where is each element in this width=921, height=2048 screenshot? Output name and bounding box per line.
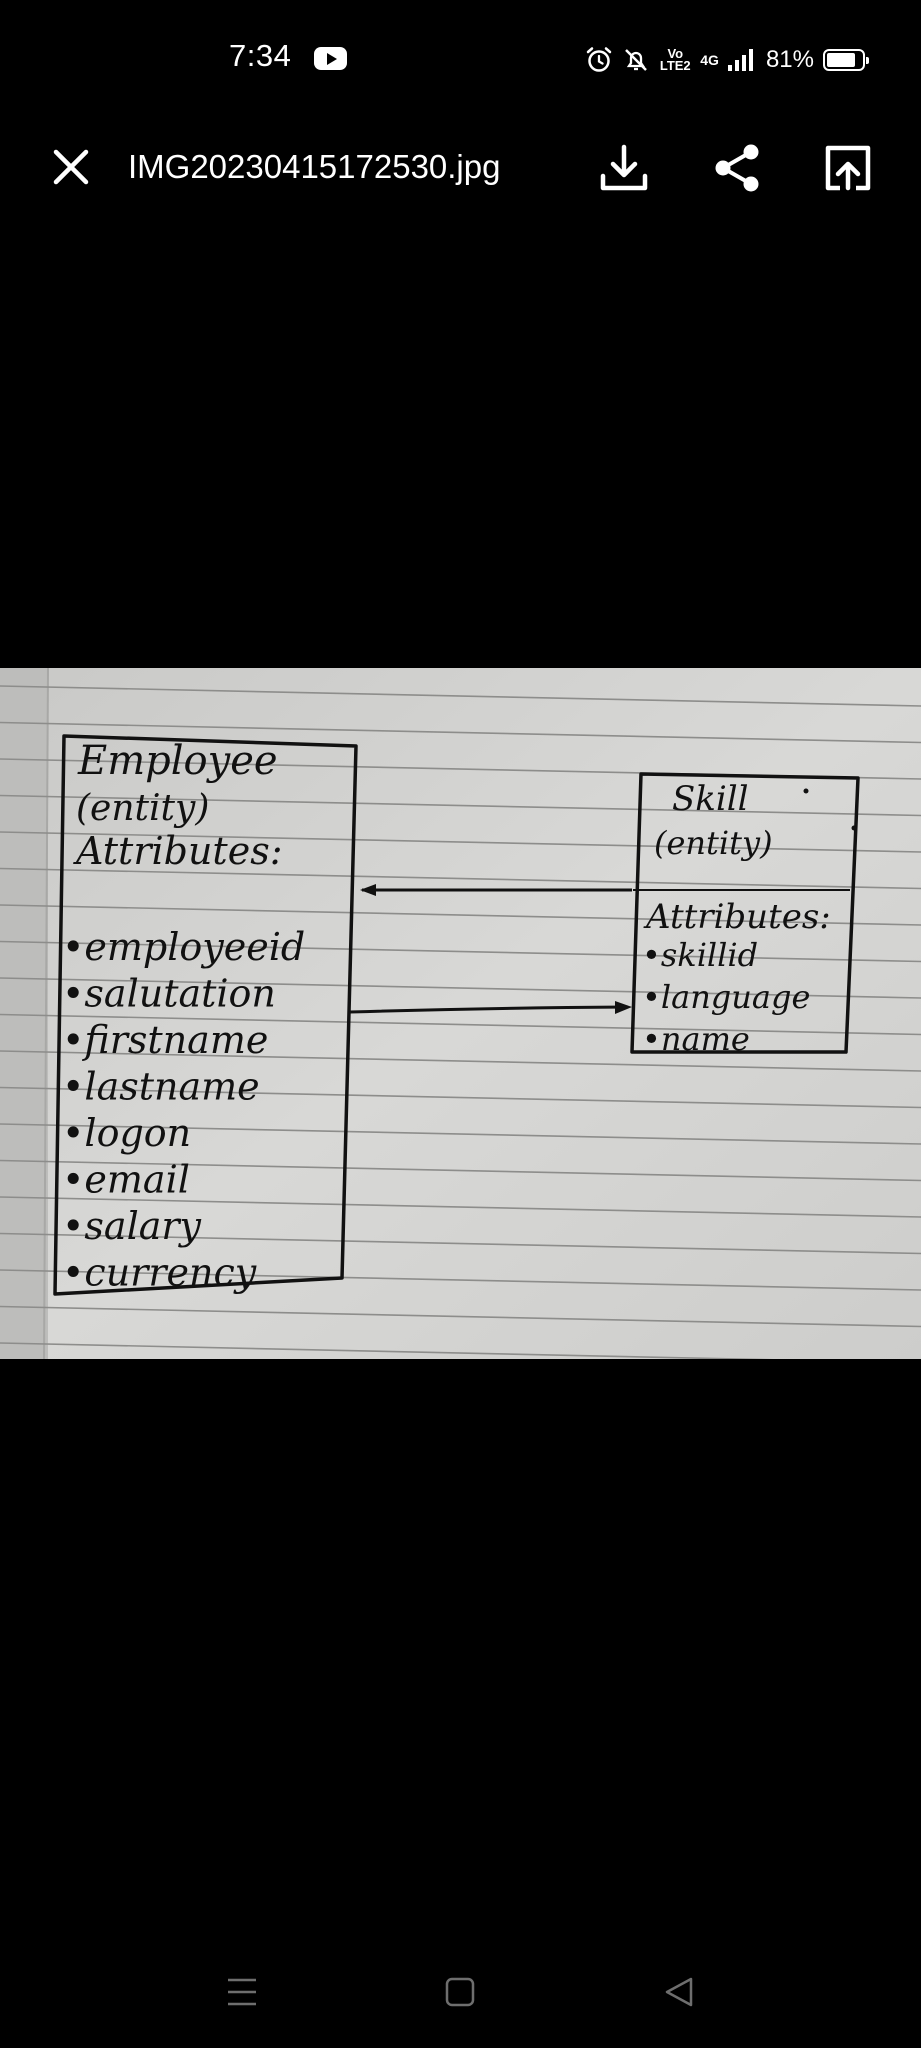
photo-preview[interactable]: Employee (entity) Attributes: •employeei… [0, 668, 921, 1359]
employee-attribute: •salary [62, 1204, 202, 1248]
back-button[interactable] [657, 1974, 701, 2010]
relationship-arrows [349, 884, 632, 1014]
skill-entity-box [630, 772, 860, 1054]
home-button[interactable] [438, 1974, 482, 2010]
home-icon [445, 1977, 475, 2007]
employee-entity-box [53, 734, 358, 1296]
status-bar: 7:34 Vo LTE2 4G 81% [0, 0, 921, 118]
download-button[interactable] [594, 138, 654, 198]
file-name: IMG20230415172530.jpg [128, 148, 501, 185]
close-button[interactable] [46, 142, 96, 192]
skill-attribute: •language [642, 978, 810, 1016]
system-nav-bar [0, 1950, 921, 2030]
close-icon [53, 149, 89, 185]
notebook-photo: Employee (entity) Attributes: •employeei… [0, 668, 921, 1359]
skill-attribute-list: •skillid •language •name [642, 936, 810, 1058]
skill-attribute: •name [642, 1020, 750, 1058]
alarm-icon [585, 46, 613, 74]
share-button[interactable] [707, 138, 767, 198]
battery-icon [823, 49, 869, 71]
skill-section: Attributes: [643, 897, 831, 937]
employee-title: Employee [77, 738, 278, 784]
youtube-icon [314, 47, 347, 70]
employee-attribute: •logon [62, 1111, 191, 1155]
bell-off-icon [622, 46, 650, 74]
skill-title: Skill [672, 779, 749, 819]
employee-attribute: •lastname [62, 1065, 260, 1109]
employee-attribute: •currency [62, 1251, 257, 1295]
network-type: 4G [700, 52, 719, 68]
download-icon [600, 144, 648, 191]
employee-attribute: •salutation [62, 972, 276, 1016]
open-with-button[interactable] [818, 138, 878, 198]
volte-indicator: Vo LTE2 [659, 46, 691, 73]
menu-icon [228, 1978, 256, 2006]
employee-attribute: •firstname [62, 1018, 268, 1062]
employee-subtitle: (entity) [76, 788, 209, 829]
status-icons: Vo LTE2 4G 81% [585, 40, 869, 80]
signal-icon [727, 49, 753, 71]
share-icon [715, 144, 759, 192]
battery-percent: 81% [765, 46, 814, 73]
employee-section: Attributes: [73, 829, 283, 873]
open-with-icon [825, 145, 871, 191]
battery-level [827, 53, 855, 67]
recents-button[interactable] [220, 1974, 264, 2010]
status-time: 7:34 [229, 38, 292, 73]
viewer-toolbar: IMG20230415172530.jpg [0, 118, 921, 214]
skill-subtitle: (entity) [654, 824, 773, 862]
employee-attribute: •email [62, 1158, 190, 1202]
back-icon [665, 1977, 693, 2007]
employee-attribute: •employeeid [62, 925, 305, 969]
employee-attribute-list: •employeeid•salutation•firstname•lastnam… [62, 925, 305, 1295]
skill-attribute: •skillid [642, 936, 758, 974]
